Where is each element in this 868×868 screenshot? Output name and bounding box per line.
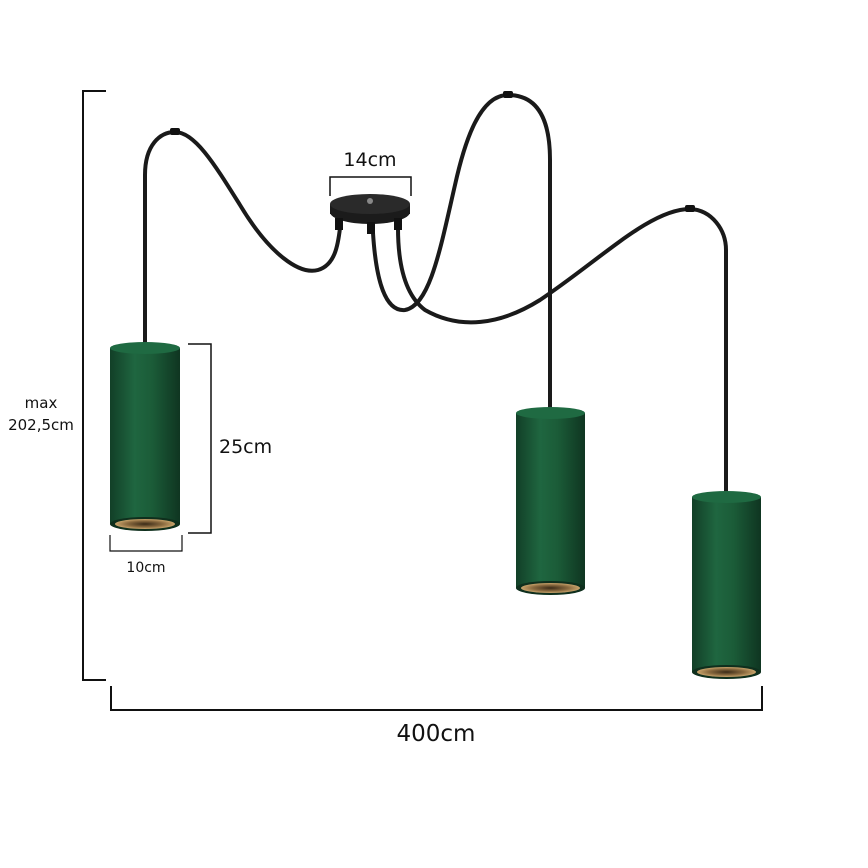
cables	[143, 92, 728, 497]
cable-hooks	[170, 91, 695, 212]
canopy-width-label: 14cm	[343, 149, 396, 171]
canopy-width-bracket	[329, 176, 412, 196]
dimension-lines	[82, 90, 763, 711]
total-span-bracket	[110, 686, 763, 711]
max-height-bracket	[82, 90, 106, 681]
shade-height-bracket	[188, 343, 212, 534]
total-span-label: 400cm	[397, 721, 476, 747]
max-height-label-line2: 202,5cm	[8, 416, 74, 434]
hook-icon	[685, 205, 695, 212]
cable-right	[396, 206, 728, 497]
shade-diameter-label: 10cm	[126, 560, 165, 576]
pendant-shade-left	[110, 342, 180, 531]
pendant-shade-right	[692, 491, 761, 679]
hook-icon	[503, 91, 513, 98]
ceiling-canopy	[330, 194, 410, 234]
screw-icon	[367, 198, 373, 204]
shade-diameter-bracket	[109, 535, 183, 552]
shade-height-label: 25cm	[219, 436, 272, 458]
max-height-label-line1: max	[25, 394, 58, 412]
cable-middle	[371, 92, 552, 412]
hook-icon	[170, 128, 180, 135]
pendant-shade-middle	[516, 407, 585, 595]
cable-left	[143, 129, 342, 347]
